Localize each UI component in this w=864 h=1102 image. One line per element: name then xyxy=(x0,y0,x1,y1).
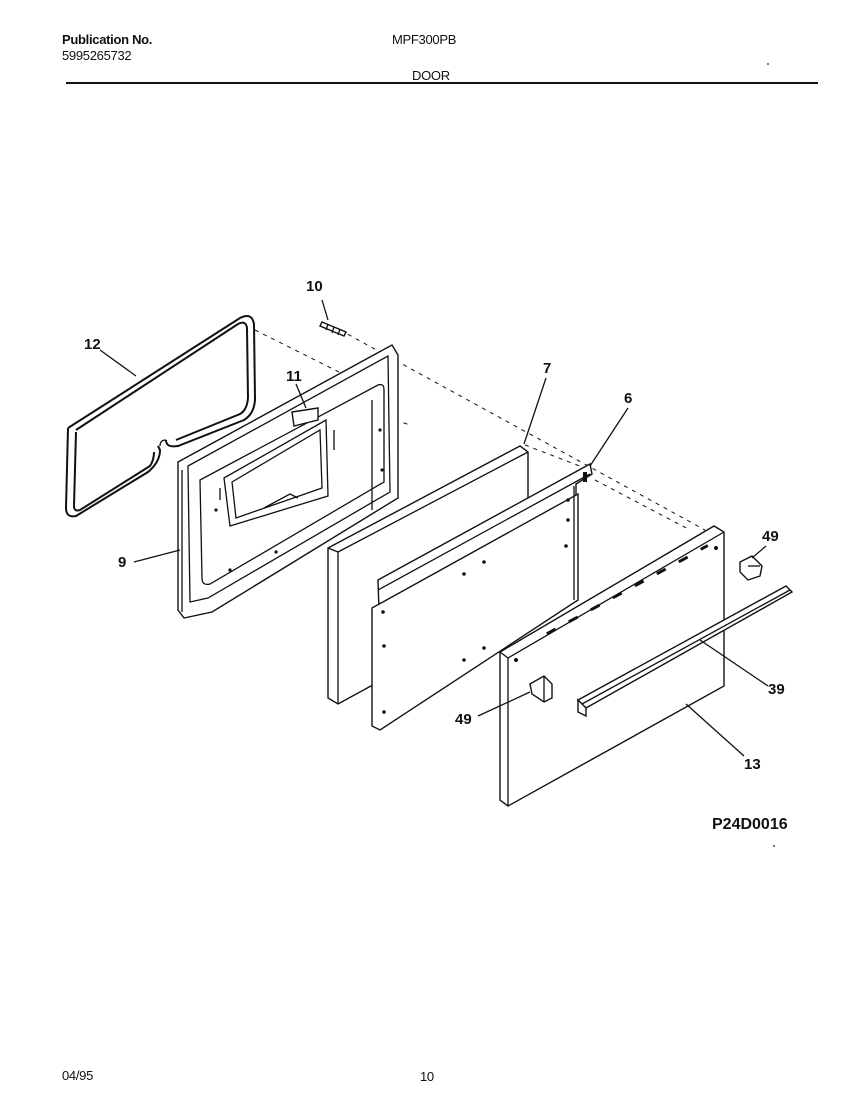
callout-49-left: 49 xyxy=(455,711,472,728)
screw-part-10 xyxy=(319,321,347,337)
inner-panel-part-6 xyxy=(371,462,593,731)
header-rule xyxy=(66,82,818,84)
alignment-line-middle xyxy=(339,329,706,531)
callout-12: 12 xyxy=(84,336,101,353)
latch-bracket-part-11 xyxy=(291,407,319,427)
callout-49-right: 49 xyxy=(762,528,779,545)
callout-13: 13 xyxy=(744,756,761,773)
gasket-part-12 xyxy=(64,315,257,518)
callout-11: 11 xyxy=(286,368,302,385)
callout-10: 10 xyxy=(306,278,323,295)
end-cap-part-49-left xyxy=(529,675,553,703)
publication-number: 5995265732 xyxy=(62,48,132,63)
leader-lines xyxy=(99,299,769,757)
section-title: DOOR xyxy=(412,68,450,83)
handle-part-39 xyxy=(576,585,794,718)
callout-7: 7 xyxy=(543,360,552,377)
drawing-code: P24D0016 xyxy=(712,816,788,833)
callout-39: 39 xyxy=(768,681,785,698)
model-number: MPF300PB xyxy=(392,32,457,47)
callout-9: 9 xyxy=(118,554,127,571)
outer-door-panel-part-13 xyxy=(499,525,725,807)
inner-door-liner-part-9 xyxy=(177,344,399,619)
callout-6: 6 xyxy=(624,390,633,407)
footer-date: 04/95 xyxy=(62,1068,94,1083)
publication-label: Publication No. xyxy=(62,32,153,47)
end-cap-part-49-right xyxy=(739,555,763,581)
page-number: 10 xyxy=(420,1069,434,1084)
